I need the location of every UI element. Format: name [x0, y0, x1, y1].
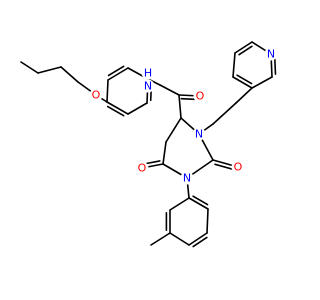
bond-line — [37, 66, 62, 74]
bond-line — [107, 67, 129, 81]
bond-line — [178, 94, 182, 119]
atom-n-ring-lower: N — [180, 171, 194, 185]
molecule-structure: O N H O N N O O — [20, 41, 278, 248]
atom-o-ring-right: O — [231, 160, 245, 174]
bond-line — [127, 102, 148, 115]
atom-n-pyridine: N — [264, 47, 278, 61]
atom-label-layer: O N H O N N O O — [89, 47, 278, 185]
atom-o-ring-left: O — [135, 161, 149, 175]
atom-o-ether: O — [89, 88, 103, 102]
bond-line — [20, 61, 39, 74]
bond-line — [206, 208, 209, 234]
bond-line — [188, 232, 208, 246]
bond-line — [106, 79, 109, 103]
atom-label-n-pyridine: N — [267, 48, 275, 61]
bond-line — [212, 102, 237, 125]
atom-label-n-amide: N — [144, 80, 152, 93]
atom-n-amide: N — [141, 79, 155, 93]
bond-line — [192, 195, 209, 206]
atom-label-o-ring-right: O — [234, 161, 243, 174]
bond-line — [232, 76, 253, 89]
bond-line — [162, 141, 167, 165]
atom-label-o-amide: O — [196, 90, 205, 103]
bond-line — [251, 76, 273, 89]
bond-line — [106, 101, 129, 115]
bond-line — [234, 41, 253, 54]
bond-line — [60, 66, 79, 83]
bond-line — [165, 117, 182, 143]
bond-line — [192, 236, 208, 248]
atom-label-o-ether: O — [92, 89, 101, 102]
bond-line — [235, 87, 253, 104]
bond-line — [159, 84, 180, 96]
bond-line — [236, 74, 253, 85]
bond-line — [273, 55, 277, 75]
bond-line — [169, 197, 190, 211]
atom-n-ring-upper: N — [192, 127, 206, 141]
atom-h-amide: H — [141, 66, 155, 80]
atom-o-amide: O — [193, 89, 207, 103]
bond-line — [169, 232, 190, 246]
atom-label-n-ring-upper: N — [195, 128, 203, 141]
bond-line — [150, 232, 171, 246]
bond-line — [238, 45, 253, 56]
bond-line — [232, 52, 236, 78]
atom-label-n-ring-lower: N — [183, 172, 191, 185]
bond-line — [188, 197, 209, 210]
bond-line — [214, 163, 235, 171]
bond-line — [107, 65, 125, 77]
atom-label-o-ring-left: O — [138, 162, 147, 175]
atom-label-h-amide: H — [144, 67, 152, 80]
bond-line — [106, 105, 125, 117]
